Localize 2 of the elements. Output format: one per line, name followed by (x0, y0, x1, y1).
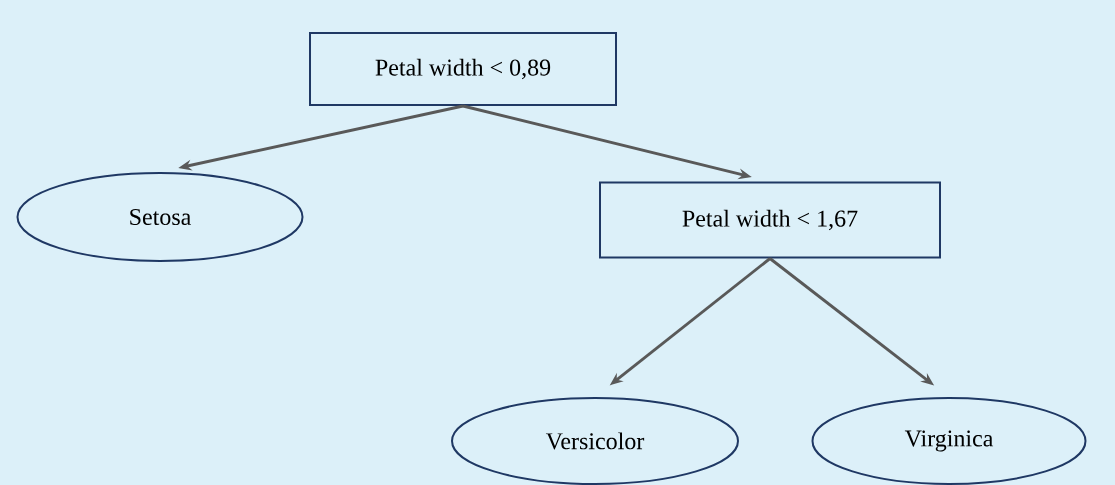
decision-box: Petal width < 0,89 (309, 32, 617, 106)
decision-box: Petal width < 1,67 (599, 181, 941, 259)
